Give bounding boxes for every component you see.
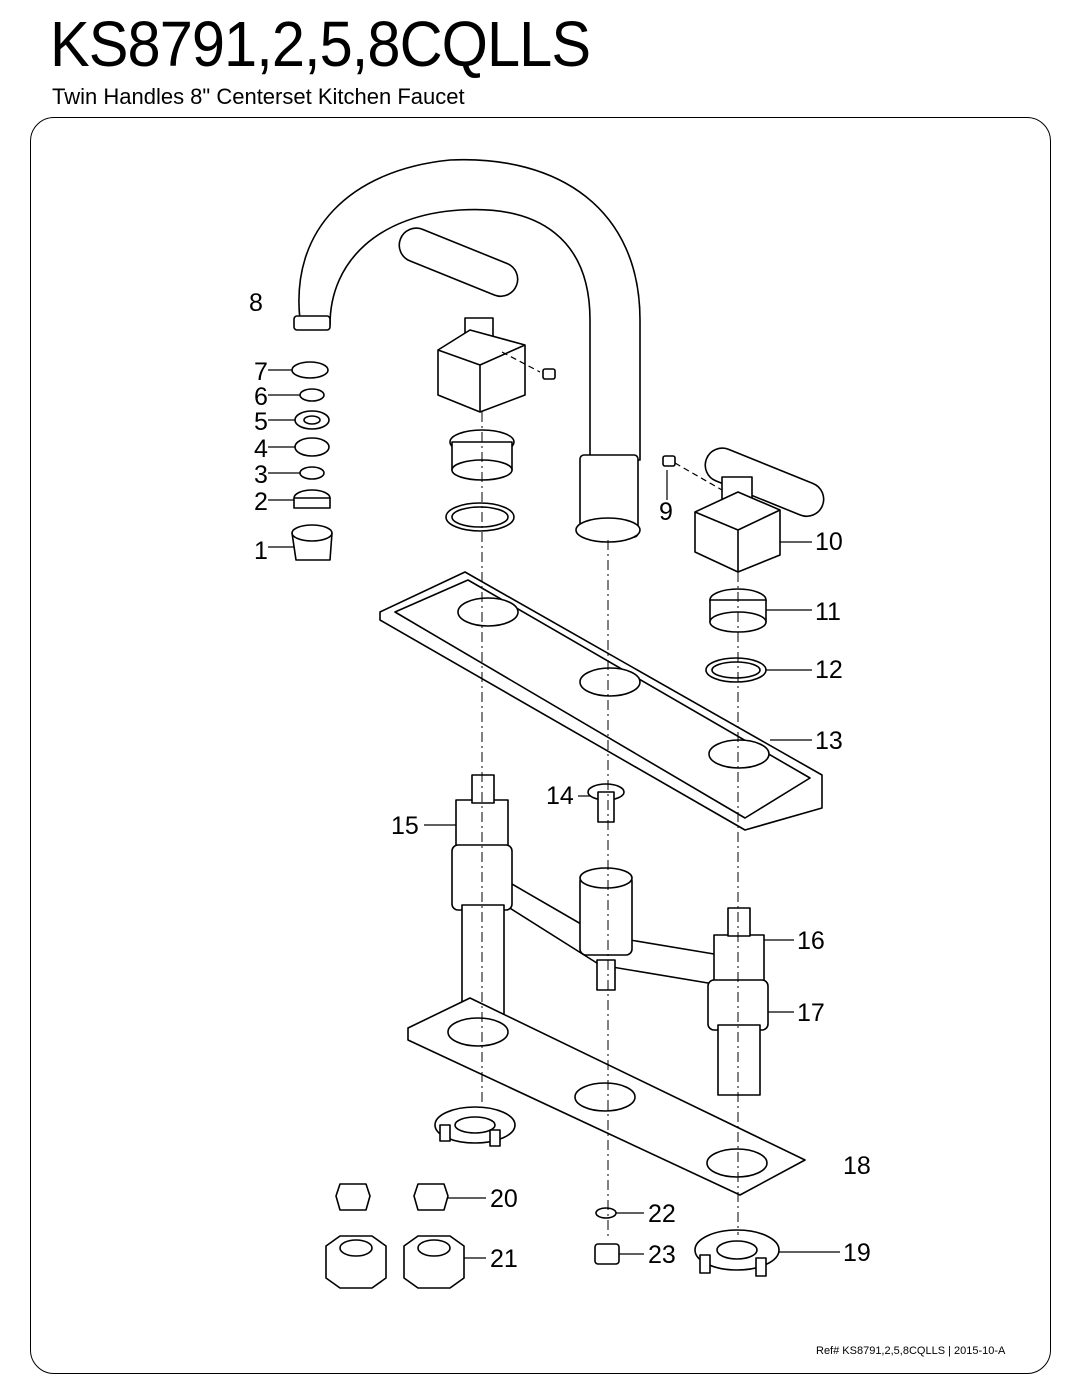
aerator-stack <box>291 361 333 561</box>
model-title: KS8791,2,5,8CQLLS <box>50 8 591 80</box>
part-label: 17 <box>797 999 825 1027</box>
part-label: 1 <box>254 537 268 565</box>
part-label: 7 <box>254 358 268 386</box>
compression-fittings <box>325 1183 465 1289</box>
part-label: 23 <box>648 1241 676 1269</box>
left-bonnet-nut <box>445 429 515 532</box>
product-subtitle: Twin Handles 8" Centerset Kitchen Faucet <box>52 84 465 109</box>
part-label: 18 <box>843 1152 871 1180</box>
part-label: 12 <box>815 656 843 684</box>
part-label: 16 <box>797 927 825 955</box>
deck-plate <box>379 571 823 831</box>
part-label: 14 <box>546 782 574 810</box>
part-label: 2 <box>254 488 268 516</box>
part-label: 11 <box>815 598 841 626</box>
right-bonnet-nut <box>705 588 767 683</box>
part-label: 15 <box>391 812 419 840</box>
part-label: 10 <box>815 528 843 556</box>
part-label: 20 <box>490 1185 518 1213</box>
right-handle <box>662 447 825 573</box>
diagram-frame <box>30 117 1051 1374</box>
left-mounting-nut <box>434 1106 516 1147</box>
valve-body <box>451 774 769 1096</box>
part-label: 19 <box>843 1239 871 1267</box>
reference-footer: Ref# KS8791,2,5,8CQLLS | 2015-10-A <box>816 1345 1006 1357</box>
part-label: 9 <box>659 498 673 526</box>
left-handle <box>398 227 556 413</box>
part-label: 4 <box>254 435 268 463</box>
part-label: 8 <box>249 289 263 317</box>
part-label: 22 <box>648 1200 676 1228</box>
spout <box>293 158 641 543</box>
part-labels: 1 2 3 4 5 6 7 8 9 10 11 12 13 14 15 16 1… <box>249 289 871 1273</box>
diverter <box>587 783 625 823</box>
center-lines <box>481 412 739 1240</box>
gasket-plate <box>407 997 806 1196</box>
part-label: 13 <box>815 727 843 755</box>
leader-lines <box>268 369 840 1259</box>
right-mounting-nut <box>694 1229 780 1277</box>
part-label: 21 <box>490 1245 518 1273</box>
part-label: 6 <box>254 383 268 411</box>
washer-and-nut <box>594 1207 620 1265</box>
part-label: 3 <box>254 461 268 489</box>
part-label: 5 <box>254 408 268 436</box>
